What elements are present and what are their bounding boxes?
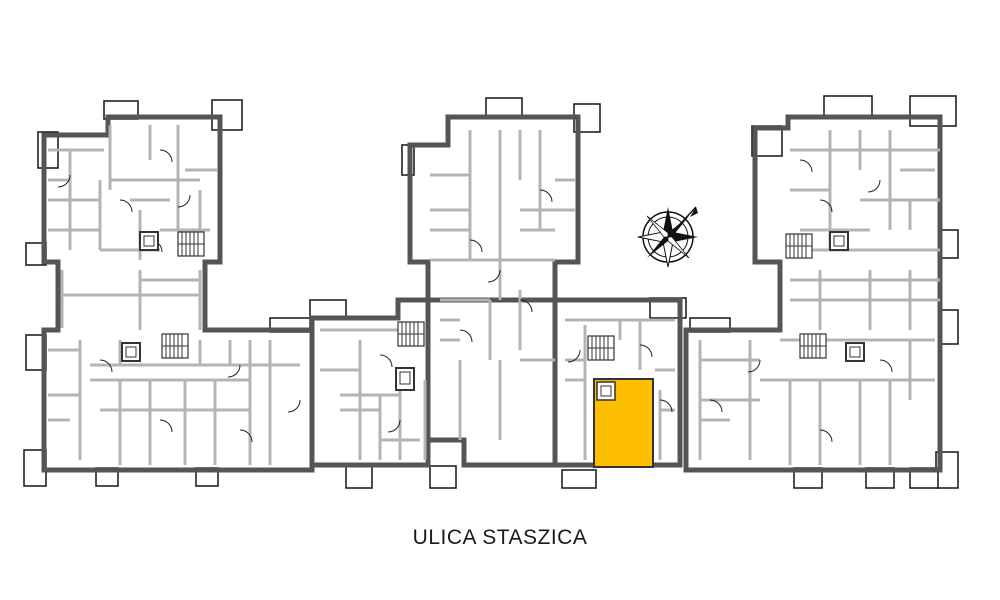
interior-walls <box>48 125 940 465</box>
exterior-walls <box>41 114 943 473</box>
elevator-icon <box>121 231 865 391</box>
balconies <box>23 95 959 489</box>
highlighted-apartment[interactable] <box>593 378 654 468</box>
street-label: ULICA STASZICA <box>412 526 588 549</box>
compass-rose-icon <box>637 206 698 268</box>
staircase-icon <box>161 231 827 361</box>
